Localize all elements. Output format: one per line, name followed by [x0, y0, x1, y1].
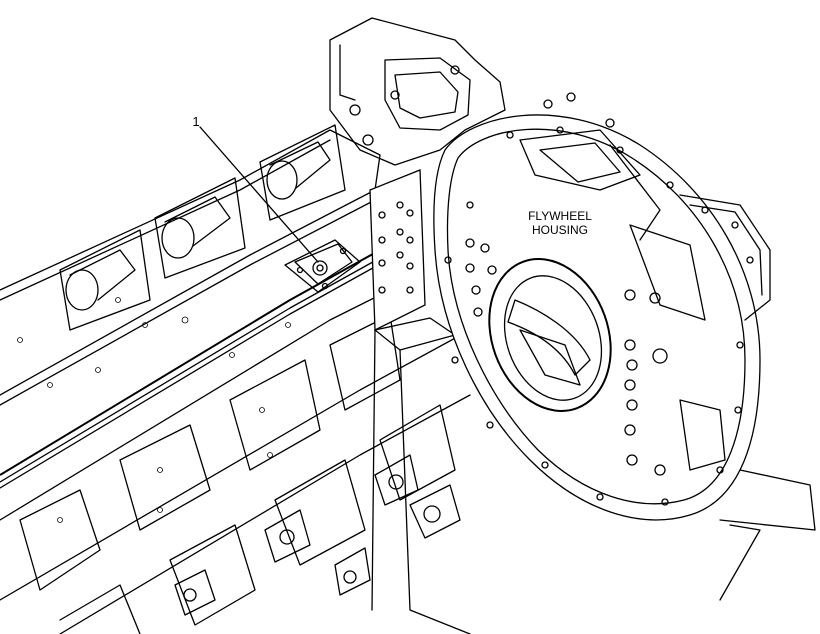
cylinder-opening	[59, 229, 151, 331]
bearing-caps	[174, 454, 461, 616]
cylinder-opening	[154, 177, 246, 279]
cylinder-opening	[259, 124, 346, 221]
flywheel-housing-label-line1: FLYWHEEL	[528, 209, 592, 223]
cover-plate-item-1	[284, 239, 361, 293]
engine-block	[0, 124, 471, 634]
rear-adapter-plate	[369, 169, 471, 634]
callout-1-leader	[199, 126, 319, 263]
block-bolts	[17, 297, 291, 523]
flywheel-housing-label-line2: HOUSING	[532, 223, 588, 237]
callout-1-number: 1	[192, 114, 199, 129]
flywheel-housing	[433, 114, 816, 601]
housing-bolts	[444, 126, 744, 506]
